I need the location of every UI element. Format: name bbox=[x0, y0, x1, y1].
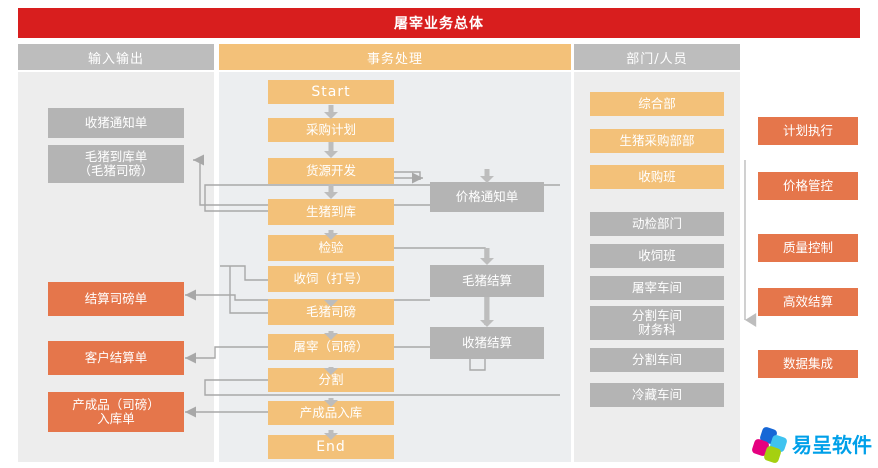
dept-node-5[interactable]: 收饲班 bbox=[590, 244, 724, 268]
dept-node-9[interactable]: 冷藏车间 bbox=[590, 383, 724, 407]
value-node-4[interactable]: 高效结算 bbox=[758, 288, 858, 316]
value-node-1[interactable]: 计划执行 bbox=[758, 117, 858, 145]
dept-node-3[interactable]: 收购班 bbox=[590, 165, 724, 189]
dept-node-1[interactable]: 综合部 bbox=[590, 92, 724, 116]
process-node-6[interactable]: 收饲（打号） bbox=[268, 266, 394, 292]
value-node-5[interactable]: 数据集成 bbox=[758, 350, 858, 378]
process-side-node-2[interactable]: 毛猪结算 bbox=[430, 265, 544, 297]
flow-arrow-icon bbox=[479, 297, 495, 327]
io-node-4[interactable]: 客户结算单 bbox=[48, 341, 184, 375]
dept-node-7[interactable]: 分割车间 财务科 bbox=[590, 306, 724, 340]
flow-arrow-icon bbox=[323, 392, 339, 407]
logo-wordmark: 易呈软件 bbox=[792, 433, 872, 457]
process-node-4[interactable]: 生猪到库 bbox=[268, 199, 394, 225]
dept-node-2[interactable]: 生猪采购部部 bbox=[590, 129, 724, 153]
flow-arrow-icon bbox=[323, 360, 339, 375]
flow-arrow-icon bbox=[323, 425, 339, 440]
process-node-3[interactable]: 货源开发 bbox=[268, 158, 394, 184]
column-header-process: 事务处理 bbox=[219, 44, 571, 70]
value-node-2[interactable]: 价格管控 bbox=[758, 172, 858, 200]
process-node-2[interactable]: 采购计划 bbox=[268, 118, 394, 142]
dept-node-8[interactable]: 分割车间 bbox=[590, 348, 724, 372]
logo-pinwheel-icon bbox=[751, 425, 788, 464]
flow-arrow-icon bbox=[323, 225, 339, 240]
value-node-3[interactable]: 质量控制 bbox=[758, 234, 858, 262]
flow-arrow-icon bbox=[323, 104, 339, 119]
flow-arrow-icon bbox=[479, 168, 495, 183]
column-header-input-output: 输入输出 bbox=[18, 44, 214, 70]
io-node-5[interactable]: 产成品（司磅） 入库单 bbox=[48, 392, 184, 432]
dept-node-4[interactable]: 动检部门 bbox=[590, 212, 724, 236]
flow-arrow-icon bbox=[323, 325, 339, 340]
column-header-department: 部门/人员 bbox=[574, 44, 740, 70]
process-node-1[interactable]: Start bbox=[268, 80, 394, 104]
flow-arrow-icon bbox=[323, 142, 339, 158]
flow-arrow-icon bbox=[323, 292, 339, 307]
process-side-node-3[interactable]: 收猪结算 bbox=[430, 327, 544, 359]
process-side-node-1[interactable]: 价格通知单 bbox=[430, 182, 544, 212]
page-title: 屠宰业务总体 bbox=[18, 8, 860, 38]
logo: 易呈软件 bbox=[746, 421, 874, 466]
io-node-1[interactable]: 收猪通知单 bbox=[48, 108, 184, 138]
dept-node-6[interactable]: 屠宰车间 bbox=[590, 276, 724, 300]
io-node-2[interactable]: 毛猪到库单 （毛猪司磅） bbox=[48, 145, 184, 183]
io-node-3[interactable]: 结算司磅单 bbox=[48, 282, 184, 316]
flow-arrow-icon bbox=[479, 248, 495, 265]
flow-arrow-icon bbox=[323, 184, 339, 199]
